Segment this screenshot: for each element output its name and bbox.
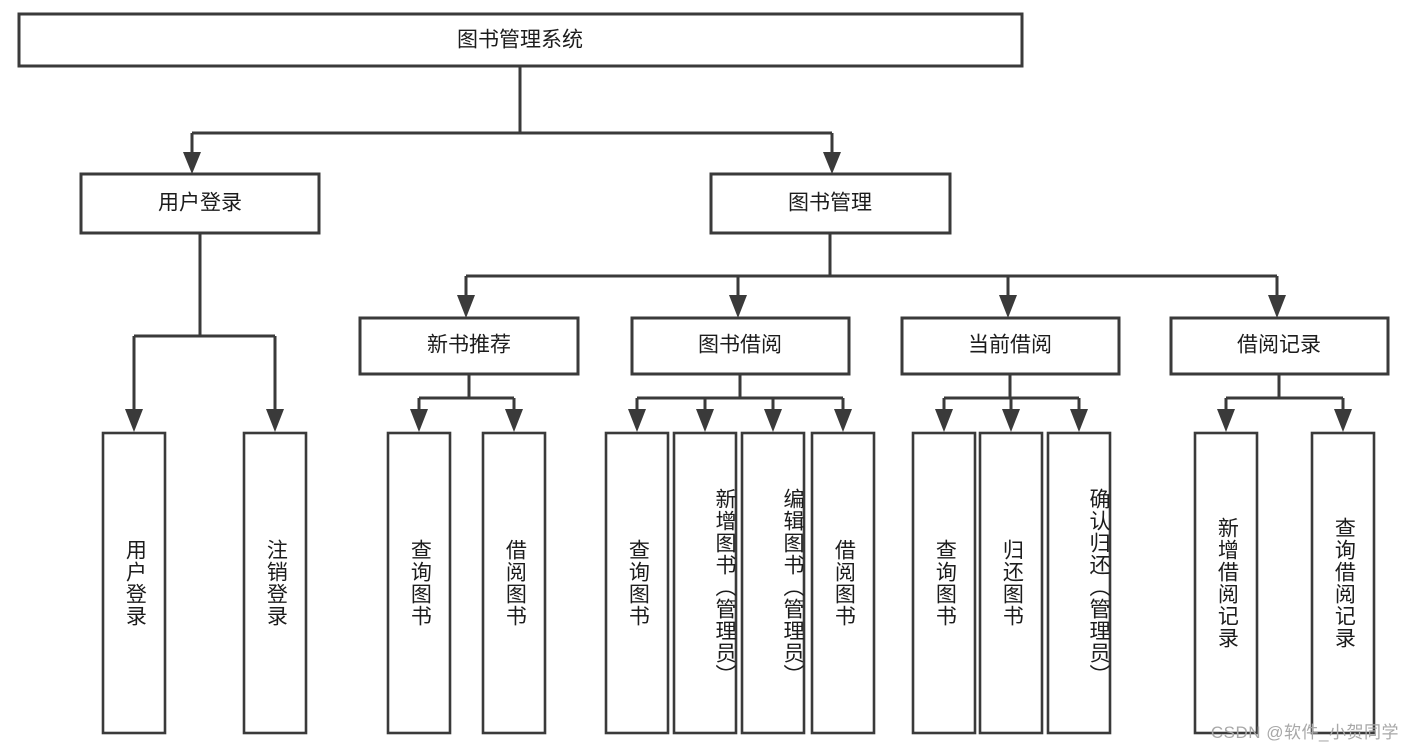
node-leaf-borrow-book-2-box[interactable] (810, 431, 876, 735)
arrow-head-leaf-borrow-book-2 (834, 409, 852, 432)
node-leaf-borrow-book-1-box[interactable] (481, 431, 547, 735)
node-user-login[interactable]: 用户登录 (79, 172, 321, 235)
node-borrow-record-box[interactable] (1169, 316, 1390, 376)
node-book-borrow[interactable]: 图书借阅 (630, 316, 851, 376)
node-new-book-rec-box[interactable] (358, 316, 580, 376)
arrow-head-new-book-rec (457, 295, 475, 318)
node-leaf-user-logout-box[interactable] (242, 431, 308, 735)
arrow-head-leaf-query-book-2 (628, 409, 646, 432)
node-book-manage-label: 图书管理 (788, 192, 872, 215)
arrow-head-leaf-query-record (1334, 409, 1352, 432)
node-leaf-add-record-box[interactable] (1193, 431, 1259, 735)
node-borrow-record-label: 借阅记录 (1237, 334, 1321, 357)
arrow-head-leaf-query-book-3 (935, 409, 953, 432)
node-leaf-user-login-box[interactable] (101, 431, 167, 735)
arrow-head-leaf-confirm-return (1070, 409, 1088, 432)
node-book-borrow-label: 图书借阅 (698, 334, 782, 357)
csdn-watermark: CSDN @软件_小贺同学 (1210, 723, 1399, 742)
node-new-book-rec-label: 新书推荐 (427, 334, 511, 357)
arrow-head-leaf-edit-book (764, 409, 782, 432)
node-leaf-query-record-box[interactable] (1310, 431, 1376, 735)
arrow-head-userlogin (183, 152, 201, 174)
node-root-box[interactable] (17, 12, 1024, 68)
node-leaf-add-book-box[interactable] (672, 431, 738, 735)
arrow-head-leaf-add-record (1217, 409, 1235, 432)
node-user-login-box[interactable] (79, 172, 321, 235)
node-new-book-rec[interactable]: 新书推荐 (358, 316, 580, 376)
arrow-head-bookmanage (823, 152, 841, 174)
node-book-borrow-box[interactable] (630, 316, 851, 376)
arrow-head-leaf-query-book-1 (410, 409, 428, 432)
leaf-boxes (101, 431, 1376, 735)
node-borrow-record[interactable]: 借阅记录 (1169, 316, 1390, 376)
node-leaf-query-book-1-box[interactable] (386, 431, 452, 735)
node-current-borrow-label: 当前借阅 (968, 334, 1052, 357)
node-leaf-edit-book-box[interactable] (740, 431, 806, 735)
node-book-manage-box[interactable] (709, 172, 952, 235)
connectors (125, 66, 1352, 432)
node-current-borrow[interactable]: 当前借阅 (900, 316, 1121, 376)
arrow-head-leaf-add-book (696, 409, 714, 432)
node-user-login-label: 用户登录 (158, 192, 242, 215)
arrow-head-leaf-borrow-book-1 (505, 409, 523, 432)
arrow-head-leaf-user-login (125, 409, 143, 432)
node-leaf-return-book-box[interactable] (978, 431, 1044, 735)
arrow-head-leaf-user-logout (266, 409, 284, 432)
arrow-head-leaf-return-book (1002, 409, 1020, 432)
node-leaf-confirm-return-box[interactable] (1046, 431, 1112, 735)
node-leaf-query-book-3-box[interactable] (911, 431, 977, 735)
arrow-head-borrow-record (1268, 295, 1286, 318)
node-root-label: 图书管理系统 (457, 29, 583, 52)
node-leaf-query-book-2-box[interactable] (604, 431, 670, 735)
node-book-manage[interactable]: 图书管理 (709, 172, 952, 235)
node-root[interactable]: 图书管理系统 (17, 12, 1024, 68)
node-current-borrow-box[interactable] (900, 316, 1121, 376)
arrow-head-current-borrow (999, 295, 1017, 318)
arrow-head-book-borrow (729, 295, 747, 318)
